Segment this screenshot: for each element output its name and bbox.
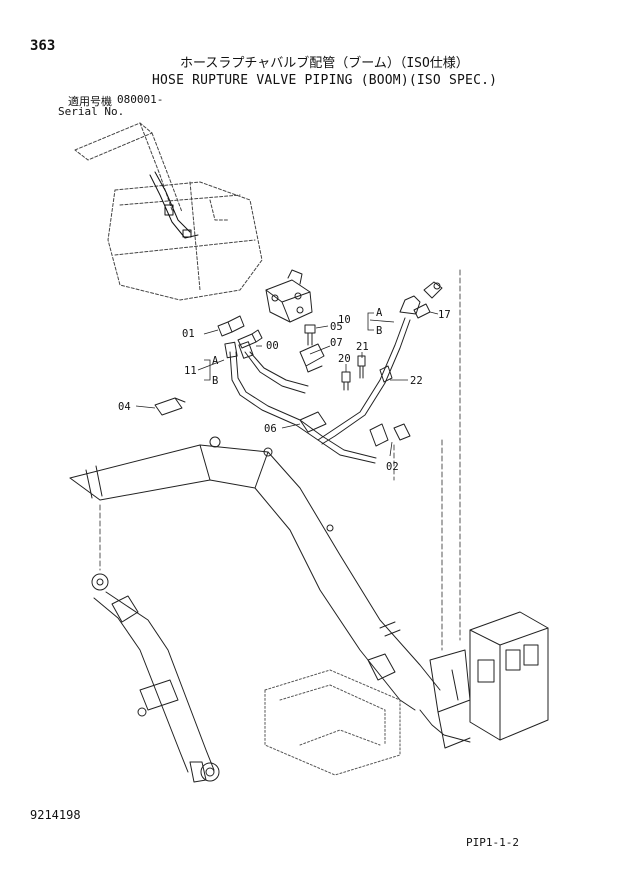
title-english: HOSE RUPTURE VALVE PIPING (BOOM)(ISO SPE… (152, 73, 498, 88)
serial-label-english: Serial No. (58, 105, 125, 118)
callout-22: 22 (410, 375, 423, 387)
callout-17: 17 (438, 309, 451, 321)
callout-04: 04 (118, 401, 131, 413)
cap-04 (154, 397, 186, 416)
label-b-right: B (376, 325, 382, 337)
machine-overview (74, 122, 263, 301)
label-b-left: B (212, 375, 218, 387)
callout-07: 07 (330, 337, 343, 349)
control-valve (419, 611, 549, 749)
bolt-21 (357, 355, 366, 379)
elbow-02 (369, 423, 411, 447)
overview-hose (149, 171, 199, 239)
callout-20: 20 (338, 353, 351, 365)
connector-00 (237, 329, 263, 349)
boom-cylinder (91, 573, 220, 783)
callout-21: 21 (356, 341, 369, 353)
label-a-left: A (212, 355, 219, 367)
title-japanese: ホースラプチャバルブ配管（ブーム）（ISO仕様） (180, 56, 469, 71)
callout-02: 02 (386, 461, 399, 473)
bracket-06 (299, 411, 327, 433)
hose-10 (317, 295, 421, 445)
callout-00: 00 (266, 340, 279, 352)
callout-10: 10 (338, 314, 351, 326)
bolt-05 (304, 324, 316, 346)
upper-frame (264, 669, 401, 776)
callout-01: 01 (182, 328, 195, 340)
bolt-20 (341, 371, 351, 391)
label-a-right: A (376, 307, 383, 319)
boom (69, 436, 441, 711)
callout-labels: 01 00 05 07 10 17 20 21 22 11 04 06 02 A… (118, 307, 451, 473)
page-code: PIP1-1-2 (466, 836, 519, 849)
page-number: 363 (30, 38, 56, 54)
guide-lines (99, 269, 461, 651)
callout-06: 06 (264, 423, 277, 435)
part-code: 9214198 (30, 808, 81, 822)
callout-05: 05 (330, 321, 343, 333)
callout-11: 11 (184, 365, 197, 377)
leader-lines (135, 311, 439, 457)
serial-label-japanese: 適用号機 (68, 95, 112, 108)
elbow-fitting-01 (217, 315, 245, 337)
hose-11 (224, 341, 377, 464)
hose-rupture-valve (265, 269, 313, 323)
serial-value: 080001- (117, 93, 164, 106)
clamp-07 (299, 343, 325, 373)
